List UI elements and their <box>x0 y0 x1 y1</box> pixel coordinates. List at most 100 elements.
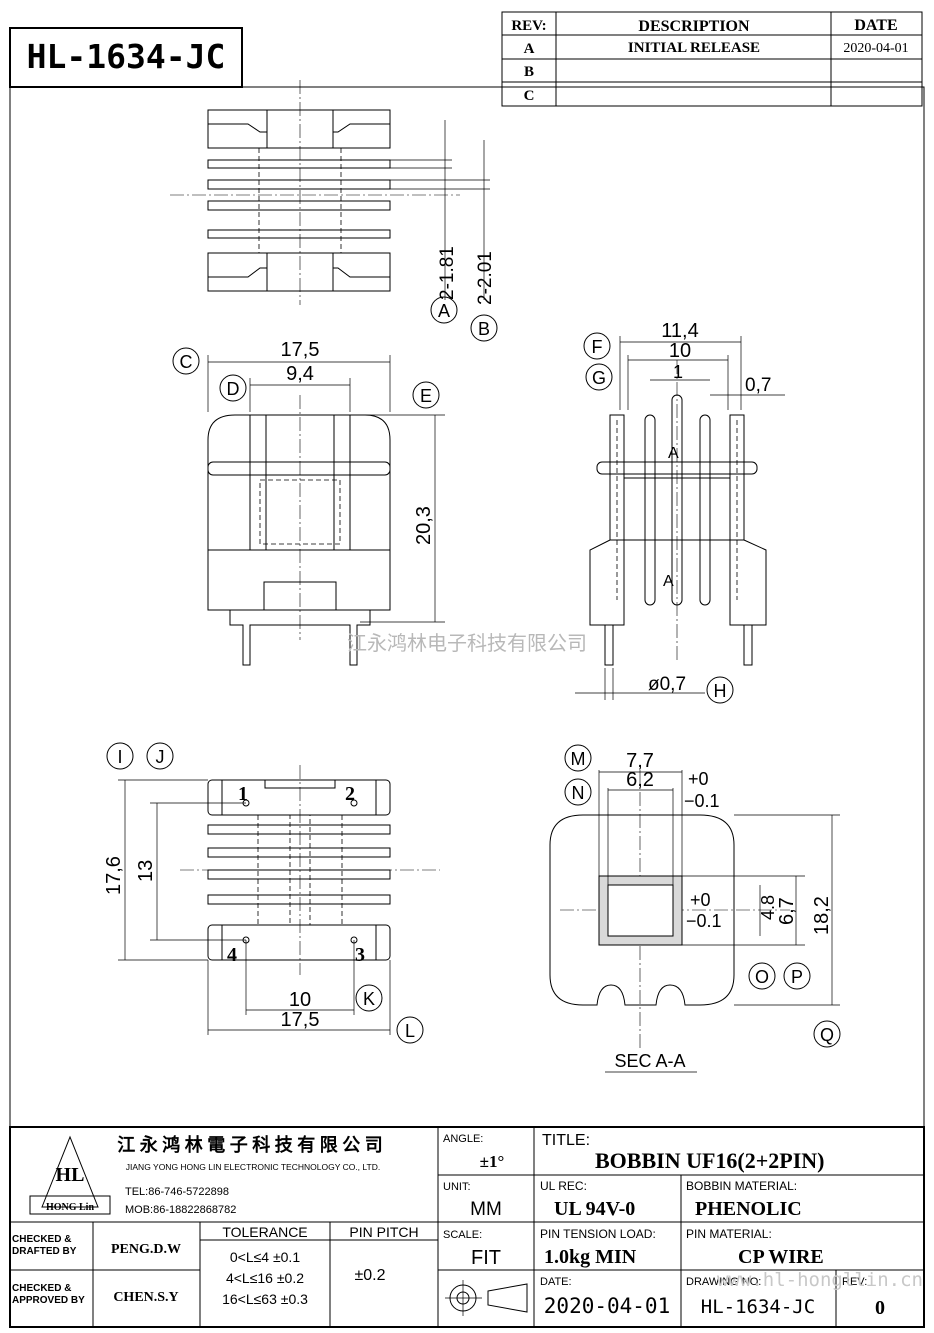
bubble-f: F <box>592 337 603 357</box>
rev-c: C <box>524 88 535 104</box>
bubble-p: P <box>791 967 803 987</box>
side-overall: 11,4 <box>661 320 698 342</box>
section-view: 7,7 6,2 +0 −0.1 +0 −0.1 4.8 6,7 18,2 SEC… <box>549 744 841 1073</box>
bobbin-material-value: PHENOLIC <box>695 1198 802 1220</box>
bottom-row-pitch: 10 <box>289 989 311 1011</box>
company-name-en: JIANG YONG HONG LIN ELECTRONIC TECHNOLOG… <box>126 1162 380 1172</box>
part-number: HL-1634-JC <box>27 37 226 76</box>
section-inner: 6,2 <box>626 769 654 791</box>
drawing-number-value: HL-1634-JC <box>701 1296 815 1318</box>
bottom-length: 17,6 <box>103 856 125 895</box>
section-label: SEC A-A <box>614 1051 685 1071</box>
part-number-box: HL-1634-JC <box>9 27 243 88</box>
checked-drafted-value: PENG.D.W <box>111 1242 181 1257</box>
bubble-k: K <box>363 989 375 1009</box>
bubble-b-label: B <box>478 319 490 339</box>
company-name-cn: 江 永 鸿 林 電 子 科 技 有 限 公 司 <box>117 1134 383 1155</box>
section-outer: 7,7 <box>626 750 654 772</box>
company-mob: MOB:86-18822868782 <box>125 1204 236 1216</box>
ul-value: UL 94V-0 <box>554 1198 635 1220</box>
rev-header: REV: <box>511 18 546 34</box>
bubble-i: I <box>117 747 122 767</box>
front-width: 17,5 <box>281 339 320 361</box>
bubble-l: L <box>405 1021 415 1041</box>
company-logo: HL HONG Lin <box>29 1135 111 1215</box>
tolerance-row-2: 4<L≤16 ±0.2 <box>226 1270 304 1286</box>
bubble-o: O <box>755 967 769 987</box>
section-height: 18,2 <box>811 896 833 935</box>
date-header: DATE <box>854 17 897 34</box>
pin-3: 3 <box>355 944 365 966</box>
bottom-pin-span: 13 <box>135 860 157 882</box>
revision-table: REV: DESCRIPTION DATE A INITIAL RELEASE … <box>501 11 923 107</box>
checked-approved-label: CHECKED & APPROVED BY <box>12 1283 85 1306</box>
checked-approved-value: CHEN.S.Y <box>113 1290 178 1305</box>
rev-label: REV: <box>842 1276 867 1288</box>
section-core-h: 4.8 <box>758 895 778 920</box>
rev-value: 0 <box>875 1297 885 1319</box>
pin-tension-label: PIN TENSION LOAD: <box>540 1227 656 1241</box>
side-view: A A 11,4 10 1 0,7 ø0,7 F G H <box>575 320 785 704</box>
tolerance-row-3: 16<L≤63 ±0.3 <box>222 1291 308 1307</box>
date-value: 2020-04-01 <box>544 1294 670 1318</box>
section-tol-minus: −0.1 <box>684 791 720 811</box>
title-value: BOBBIN UF16(2+2PIN) <box>595 1148 825 1173</box>
drawing-number-label: DRAWING NO: <box>686 1276 761 1288</box>
pin-2: 2 <box>345 783 355 805</box>
section-tol-plus-2: +0 <box>690 890 711 910</box>
tolerance-row-1: 0<L≤4 ±0.1 <box>230 1249 300 1265</box>
rev-b: B <box>524 64 534 80</box>
checked-drafted-label: CHECKED & DRAFTED BY <box>12 1234 77 1257</box>
side-flange: 0,7 <box>745 375 771 396</box>
top-view: 2-1.81 2-2.01 A B <box>170 80 498 342</box>
bubble-j: J <box>156 747 165 767</box>
unit-value: MM <box>470 1199 502 1220</box>
bubble-a-label: A <box>438 301 450 321</box>
section-tol-plus: +0 <box>688 769 709 789</box>
bubble-a <box>430 296 458 324</box>
front-inner-width: 9,4 <box>286 363 314 385</box>
section-outer-h: 6,7 <box>776 897 798 925</box>
rev-a: A <box>524 41 535 57</box>
ul-label: UL REC: <box>540 1179 587 1193</box>
side-gap: 1 <box>673 362 683 382</box>
pin-1: 1 <box>238 783 248 805</box>
bubble-e: E <box>420 386 432 406</box>
bubble-m: M <box>571 749 586 769</box>
pin-pitch-value: ±0.2 <box>354 1267 385 1284</box>
pin-material-value: CP WIRE <box>738 1246 824 1268</box>
rev-a-date: 2020-04-01 <box>843 41 908 56</box>
section-mark-bottom: A <box>663 573 674 590</box>
pin-diameter: ø0,7 <box>648 674 686 695</box>
section-mark-top: A <box>668 445 679 462</box>
section-tol-minus-2: −0.1 <box>686 911 722 931</box>
footer-watermark: www.hl-hongllin.cn <box>717 1269 923 1291</box>
title-block: HL HONG Lin 江 永 鸿 林 電 子 科 技 有 限 公 司 JIAN… <box>9 1126 925 1328</box>
title-label: TITLE: <box>542 1132 590 1149</box>
logo-text: HL <box>56 1164 85 1186</box>
rev-a-description: INITIAL RELEASE <box>628 40 760 56</box>
tolerance-header: TOLERANCE <box>222 1224 307 1240</box>
bubble-b <box>470 314 498 342</box>
bubble-h: H <box>714 681 727 701</box>
description-header: DESCRIPTION <box>638 18 750 35</box>
dim-b-value: 2-2.01 <box>475 251 496 305</box>
unit-label: UNIT: <box>443 1181 471 1193</box>
dim-a-value: 2-1.81 <box>437 246 458 300</box>
watermark: 江永鸿林电子科技有限公司 <box>347 631 587 655</box>
bubble-g: G <box>592 368 606 388</box>
bubble-c: C <box>180 352 193 372</box>
company-tel: TEL:86-746-5722898 <box>125 1186 229 1198</box>
bottom-view: 1 2 3 4 17,6 13 10 17,5 I J K L <box>103 742 440 1044</box>
angle-label: ANGLE: <box>443 1133 483 1145</box>
date-label: DATE: <box>540 1276 572 1288</box>
pin-tension-value: 1.0kg MIN <box>544 1246 637 1268</box>
logo-subtext: HONG Lin <box>46 1202 95 1213</box>
scale-value: FIT <box>471 1247 501 1269</box>
bubble-d: D <box>227 379 240 399</box>
projection-symbol <box>445 1280 528 1316</box>
pin-material-label: PIN MATERIAL: <box>686 1227 772 1241</box>
bottom-width: 17,5 <box>281 1009 320 1031</box>
front-height: 20,3 <box>413 506 435 545</box>
